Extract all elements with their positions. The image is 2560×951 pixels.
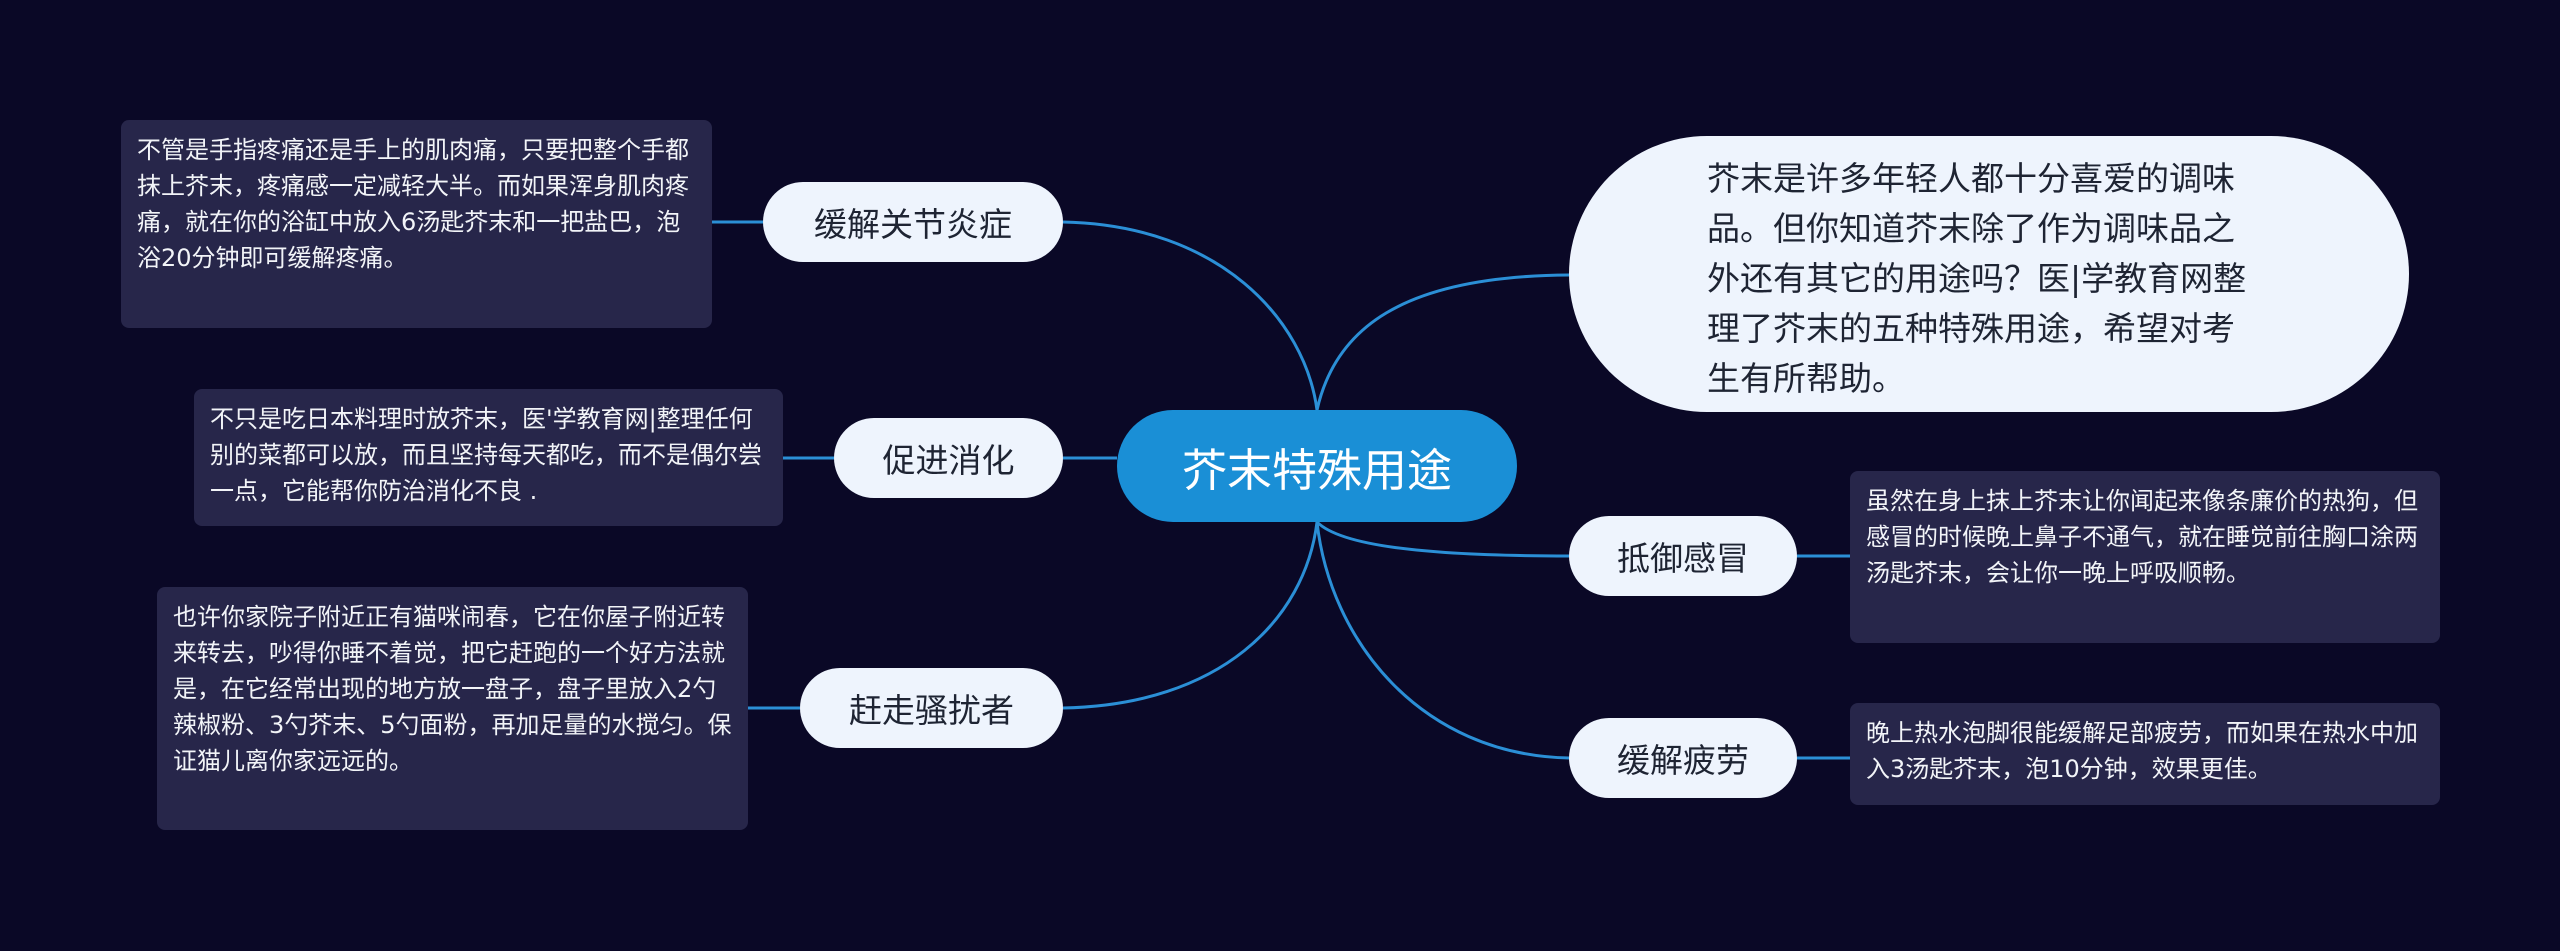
note-digestion: 不只是吃日本料理时放芥末，医'学教育网|整理任何别的菜都可以放，而且坚持每天都吃… (194, 389, 783, 526)
note-joint-relief-text: 不管是手指疼痛还是手上的肌肉痛，只要把整个手都抹上芥末，疼痛感一定减轻大半。而如… (137, 136, 689, 272)
intro-text: 芥末是许多年轻人都十分喜爱的调味品。但你知道芥末除了作为调味品之外还有其它的用途… (1707, 159, 2247, 398)
intro-node[interactable]: 芥末是许多年轻人都十分喜爱的调味品。但你知道芥末除了作为调味品之外还有其它的用途… (1569, 136, 2409, 412)
branch-fatigue-relief[interactable]: 缓解疲劳 (1569, 718, 1797, 798)
note-fatigue-relief-text: 晚上热水泡脚很能缓解足部疲劳，而如果在热水中加入3汤匙芥末，泡10分钟，效果更佳… (1866, 719, 2418, 783)
note-pest-repel: 也许你家院子附近正有猫咪闹春，它在你屋子附近转来转去，吵得你睡不着觉，把它赶跑的… (157, 587, 748, 830)
link-fatigue (1315, 521, 1570, 760)
branch-digestion-label: 促进消化 (882, 441, 1015, 480)
central-topic[interactable]: 芥末特殊用途 (1117, 410, 1517, 522)
branch-digestion[interactable]: 促进消化 (834, 418, 1063, 498)
note-joint-relief: 不管是手指疼痛还是手上的肌肉痛，只要把整个手都抹上芥末，疼痛感一定减轻大半。而如… (121, 120, 712, 328)
branch-cold-defense[interactable]: 抵御感冒 (1569, 516, 1797, 596)
branch-pest-repel[interactable]: 赶走骚扰者 (800, 668, 1063, 748)
note-cold-defense-text: 虽然在身上抹上芥末让你闻起来像条廉价的热狗，但感冒的时候晚上鼻子不通气，就在睡觉… (1866, 487, 2418, 587)
link-intro (1315, 273, 1570, 411)
note-cold-defense: 虽然在身上抹上芥末让你闻起来像条廉价的热狗，但感冒的时候晚上鼻子不通气，就在睡觉… (1850, 471, 2440, 643)
branch-joint-relief-label: 缓解关节炎症 (814, 205, 1012, 244)
link-pests (1062, 521, 1319, 710)
note-pest-repel-text: 也许你家院子附近正有猫咪闹春，它在你屋子附近转来转去，吵得你睡不着觉，把它赶跑的… (173, 603, 732, 775)
note-fatigue-relief: 晚上热水泡脚很能缓解足部疲劳，而如果在热水中加入3汤匙芥末，泡10分钟，效果更佳… (1850, 703, 2440, 805)
link-joint (1062, 220, 1319, 411)
branch-pest-repel-label: 赶走骚扰者 (849, 691, 1014, 730)
link-cold (1315, 520, 1570, 558)
central-topic-label: 芥末特殊用途 (1181, 443, 1452, 497)
branch-fatigue-relief-label: 缓解疲劳 (1617, 741, 1749, 780)
branch-joint-relief[interactable]: 缓解关节炎症 (763, 182, 1063, 262)
branch-cold-defense-label: 抵御感冒 (1617, 539, 1749, 578)
note-digestion-text: 不只是吃日本料理时放芥末，医'学教育网|整理任何别的菜都可以放，而且坚持每天都吃… (210, 405, 762, 505)
